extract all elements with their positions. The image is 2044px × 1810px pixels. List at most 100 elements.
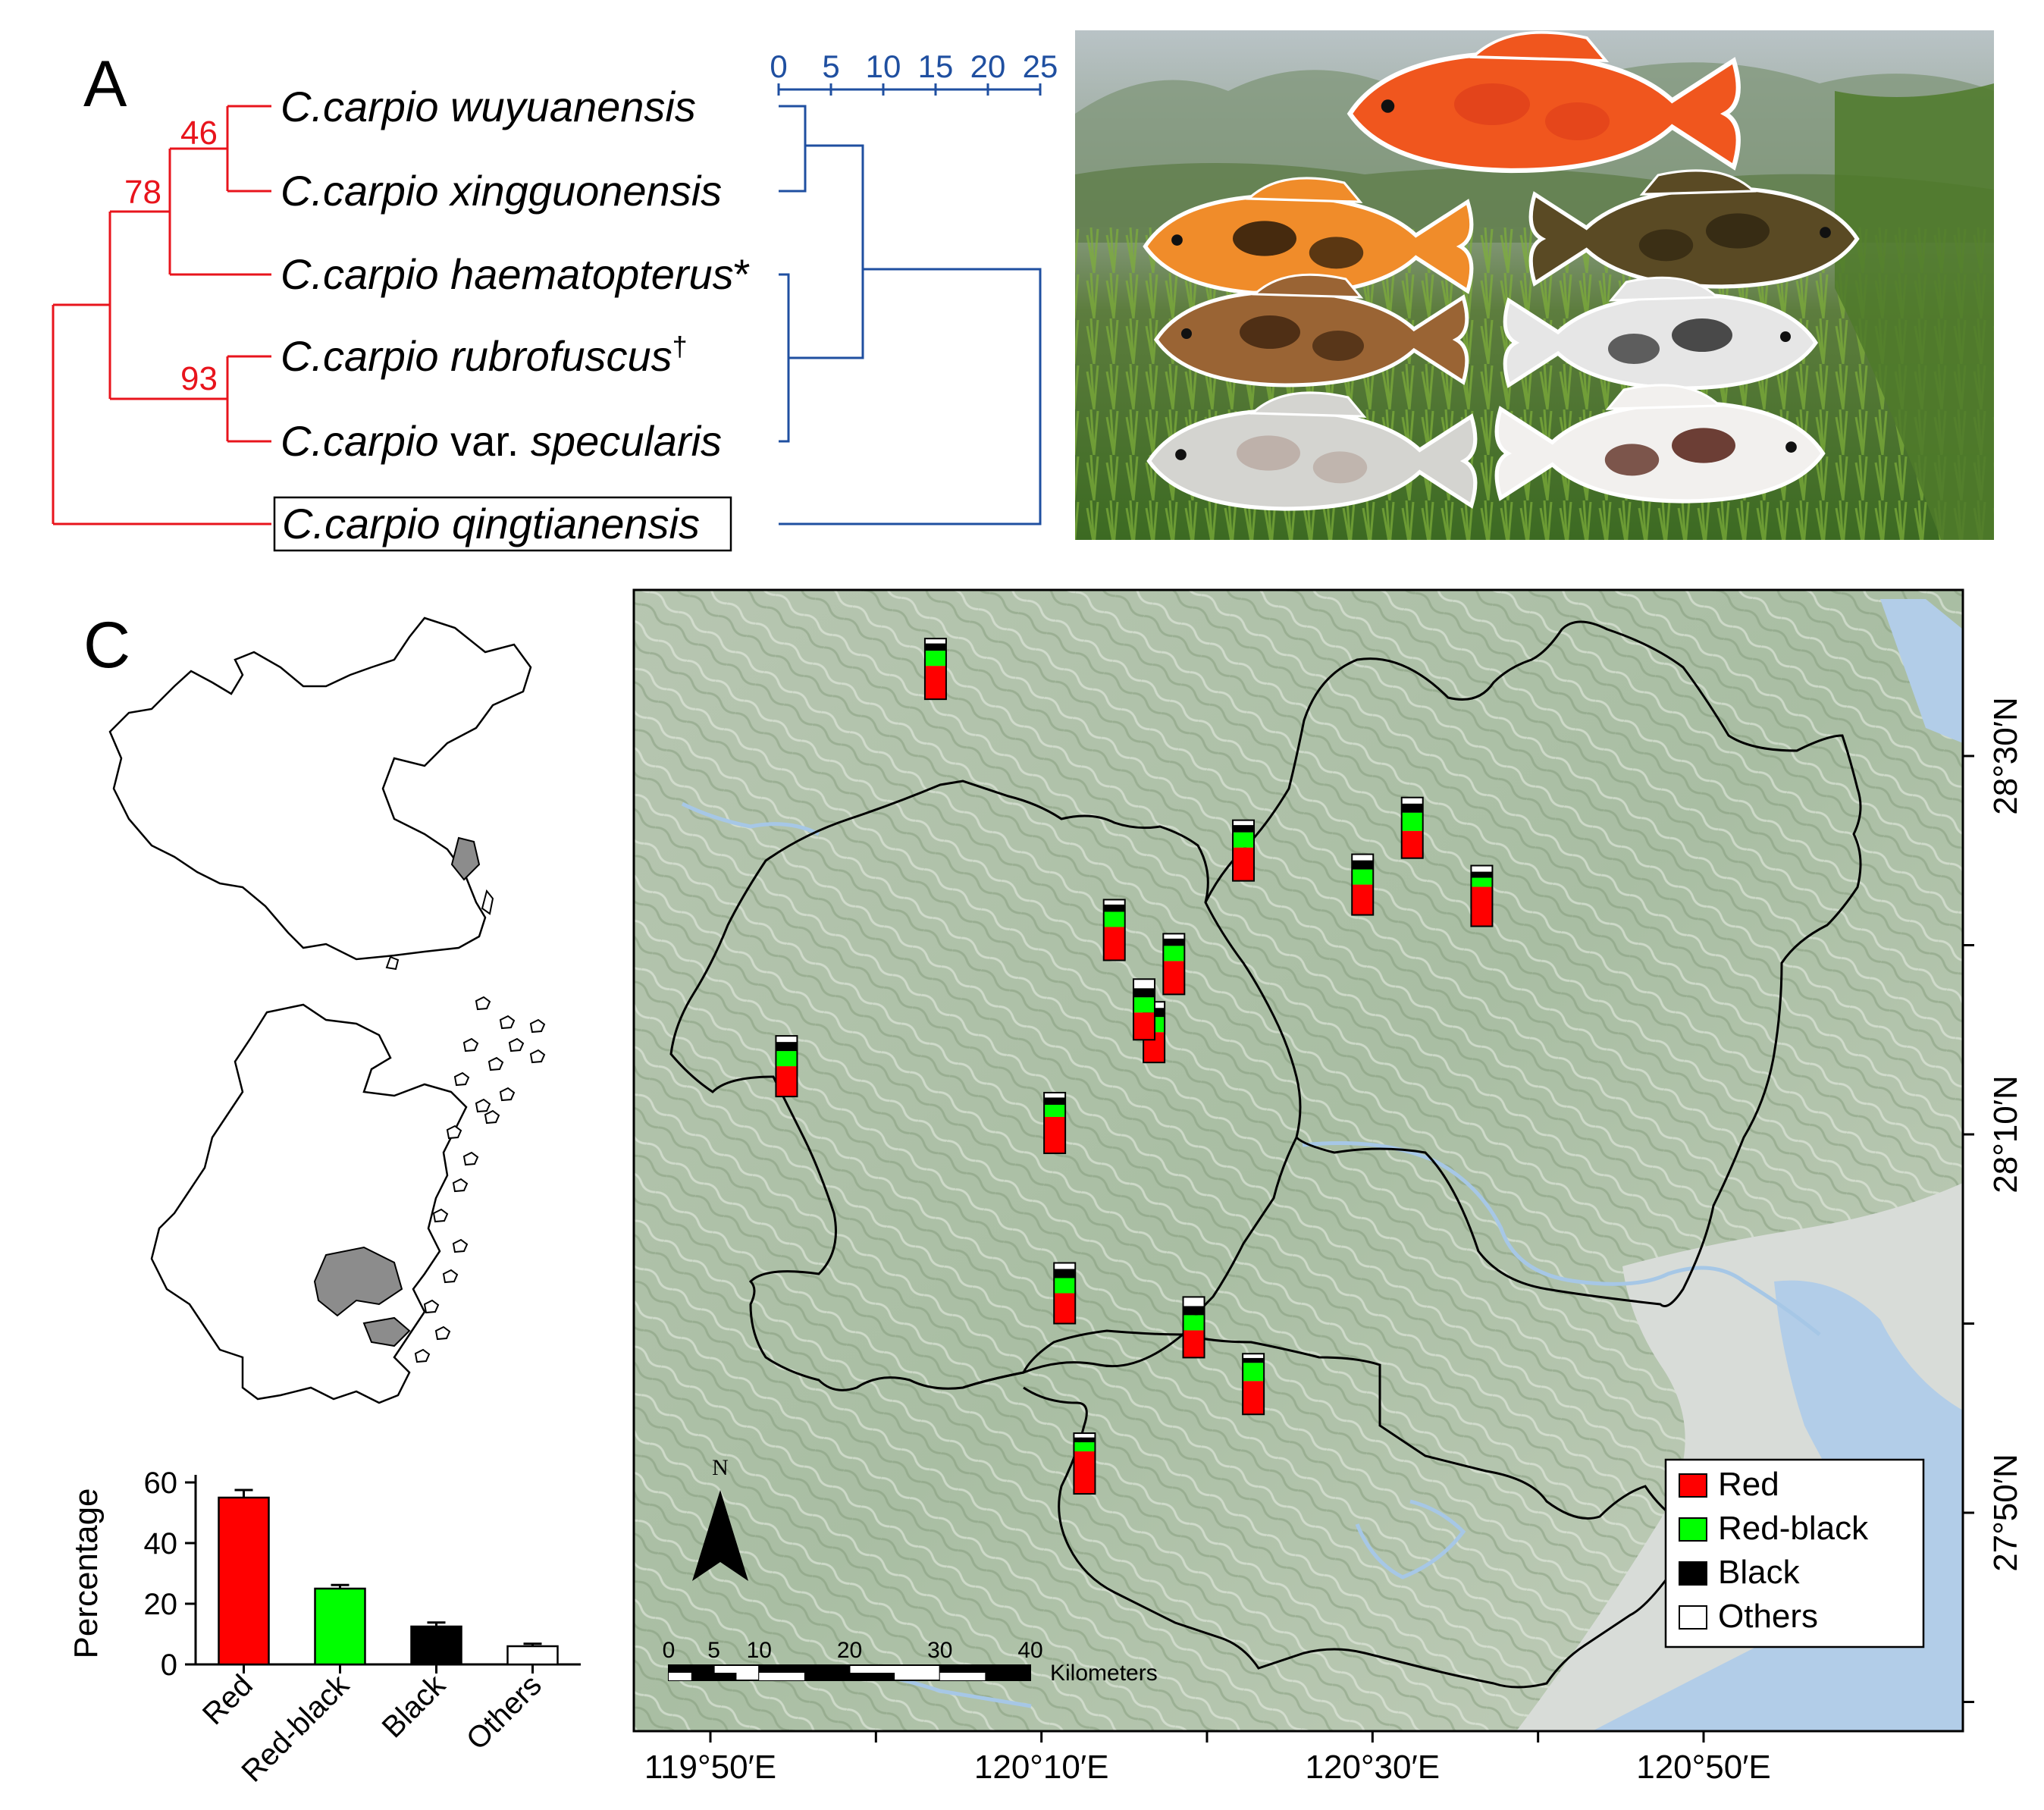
fish-eye [1780, 331, 1791, 342]
site-bar-outline [923, 638, 947, 701]
site-bar-red [1243, 1381, 1265, 1415]
scale-subdivision [669, 1673, 691, 1680]
panel-b: B [1075, 30, 1994, 540]
taxon-label: C.carpio wuyuanensis [281, 83, 696, 130]
fish-eye [1181, 328, 1192, 339]
dendro-link [779, 105, 807, 193]
site-bar [1053, 1262, 1077, 1325]
site-bar-red [1352, 884, 1374, 915]
scale-tick-label: 5 [822, 49, 839, 84]
fish-marking [1237, 435, 1300, 471]
dendro-link [779, 268, 1042, 525]
fish-marking [1454, 83, 1530, 125]
study-area-highlight [362, 1316, 411, 1347]
site-bar-others [1183, 1297, 1205, 1307]
island [446, 1125, 462, 1140]
scale-tick-label: 0 [663, 1638, 676, 1663]
island [475, 1098, 491, 1113]
fish-dorsal-fin [1605, 384, 1723, 410]
site-bar-outline [1400, 796, 1424, 859]
legend-label: Red [1718, 1466, 1779, 1503]
site-bar [1470, 864, 1494, 927]
fish-marking [1312, 451, 1368, 484]
site-bar [1182, 1296, 1205, 1359]
island [529, 1049, 546, 1064]
error-bar [427, 1621, 446, 1626]
site-bar-red-black [1163, 946, 1185, 961]
taxon-label: C.carpio var. specularis [281, 417, 722, 465]
fish-marking [1608, 334, 1660, 364]
y-axis-label: Percentage [67, 1488, 105, 1658]
site-bar [1232, 819, 1256, 882]
white-red-black-carp-illustration [1494, 384, 1826, 503]
site-bar-others [776, 1036, 798, 1043]
site-bar-outline [1102, 899, 1126, 961]
site-bar-outline [1053, 1262, 1077, 1325]
island [475, 996, 491, 1011]
site-bar-others [1054, 1263, 1076, 1269]
red-carp-illustration [1346, 30, 1741, 174]
china-map-outline [108, 616, 532, 961]
scale-subdivision [713, 1673, 737, 1680]
phylogenetic-tree [52, 105, 271, 525]
longitude-label: 120°50′E [1636, 1749, 1771, 1786]
site-bar-black [1044, 1097, 1066, 1105]
panel-c-letter: C [83, 609, 130, 682]
site-bar-red [1074, 1451, 1096, 1495]
terrace-bank [1835, 83, 1994, 540]
latitude-label: 28°30′N [1987, 697, 2024, 815]
site-bar-red-black [1233, 832, 1255, 848]
site-bar [775, 1035, 798, 1098]
scale-subdivision [759, 1673, 804, 1680]
x-tick-label: Red [196, 1668, 259, 1731]
site-bar-black [1163, 938, 1185, 946]
y-tick-label: 40 [144, 1527, 178, 1561]
latitude-label: 27°50′N [1987, 1454, 2024, 1572]
tree-root [52, 303, 271, 525]
site-bar-red [1133, 1012, 1155, 1040]
fish-marking [1672, 318, 1732, 352]
bar-red [218, 1496, 270, 1666]
legend-swatch [1679, 1473, 1707, 1498]
y-tick-label: 0 [161, 1648, 177, 1682]
site-bar-black [1103, 904, 1125, 912]
panel-a-letter: A [83, 48, 127, 121]
bootstrap-46: 46 [180, 114, 218, 152]
fish-eye [1381, 99, 1395, 113]
study-area-highlight [313, 1246, 403, 1317]
scale-subdivision [849, 1673, 895, 1680]
site-bar-red-black [1401, 812, 1423, 831]
coastal-islands [414, 996, 546, 1363]
site-bar-red-black [1471, 877, 1493, 887]
bar-red-black [314, 1587, 366, 1666]
fish-eye [1175, 449, 1187, 460]
site-bar-outline [1162, 933, 1186, 996]
site-bar-others [1133, 979, 1155, 989]
site-bar-red-black [924, 651, 946, 667]
scale-tick-label: 30 [927, 1638, 952, 1663]
site-bar-red [1471, 886, 1493, 927]
site-bar [923, 638, 947, 701]
site-bar-others [924, 638, 946, 644]
fish-marking [1672, 428, 1735, 463]
fish-eye [1785, 441, 1797, 453]
county-boundary-west [669, 780, 1302, 1391]
scale-tick-label: 0 [770, 49, 787, 84]
fish-dorsal-fin [1639, 169, 1757, 196]
site-bar [1351, 853, 1375, 916]
site-bar [1102, 899, 1126, 961]
north-arrow: N [692, 1455, 748, 1581]
site-bar-black [1074, 1437, 1096, 1443]
site-bar-outline [775, 1035, 798, 1098]
taiwan-outline [481, 889, 494, 915]
fish-marking [1233, 221, 1296, 256]
scale-tick-label: 25 [1023, 49, 1058, 84]
county-boundary-south [962, 1333, 1685, 1689]
dendro-link [788, 144, 864, 359]
fish-dorsal-fin [1246, 177, 1363, 203]
site-bar-others [1163, 933, 1185, 939]
site-bar-red-black [776, 1051, 798, 1067]
